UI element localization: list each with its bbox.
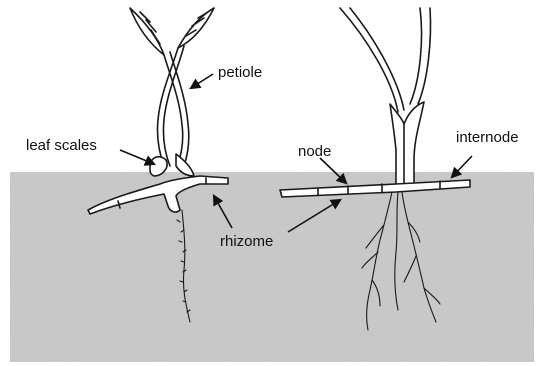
soil-texture [10,172,534,362]
label-petiole: petiole [218,64,262,81]
label-node: node [298,143,331,160]
label-leaf-scales: leaf scales [26,137,97,154]
label-internode: internode [456,129,519,146]
leaf-scales-arrow [120,150,154,164]
label-rhizome: rhizome [220,233,273,250]
petiole-arrow [191,74,213,88]
